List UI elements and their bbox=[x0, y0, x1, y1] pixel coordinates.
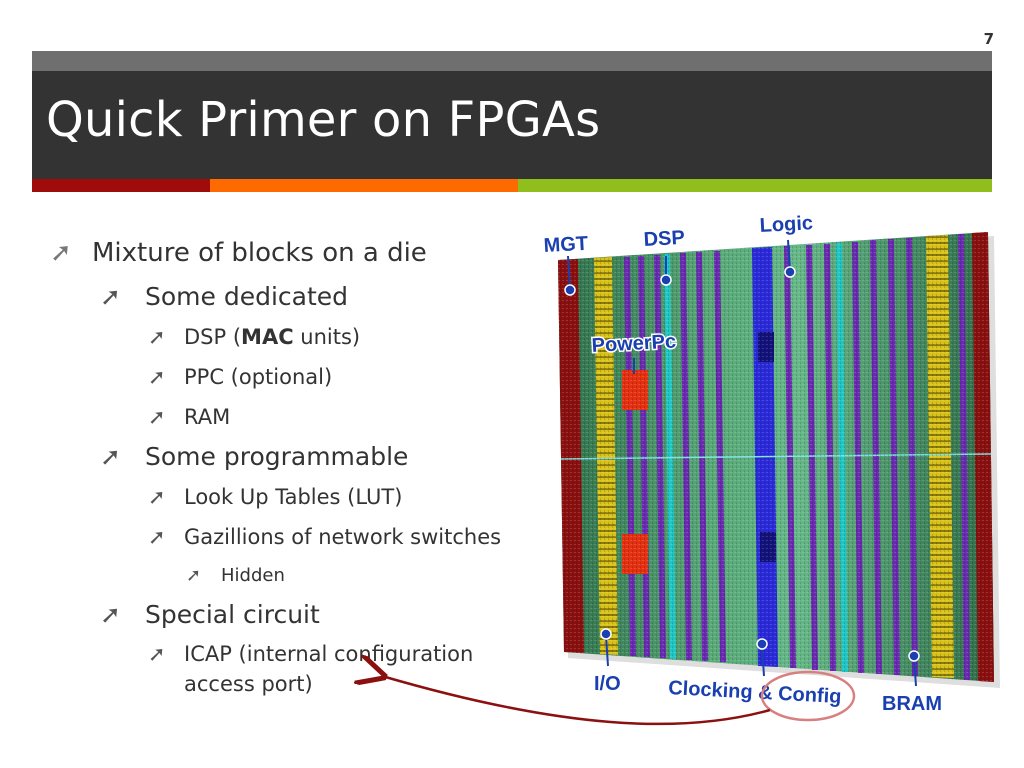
logic-callout-dot bbox=[784, 266, 796, 278]
mgt-callout-dot bbox=[564, 284, 576, 296]
io-callout-dot bbox=[600, 628, 612, 640]
title-band-top bbox=[32, 51, 992, 71]
bullet-arrow-icon: ➚ bbox=[148, 365, 166, 389]
bullet-level2: ➚ Some programmable bbox=[100, 442, 408, 471]
fpga-die-diagram: MGT DSP Logic PowerPc I/O Clocking & Con… bbox=[542, 212, 1000, 722]
bullet-text: Hidden bbox=[221, 565, 285, 586]
logic-label: Logic bbox=[759, 212, 813, 237]
dsp-callout-dot bbox=[660, 274, 672, 286]
bullet-text: Gazillions of network switches bbox=[184, 525, 502, 549]
diagram-callouts bbox=[564, 239, 920, 687]
page-number: 7 bbox=[983, 30, 994, 48]
bram-label: BRAM bbox=[882, 693, 942, 715]
bullet-level3: ➚ PPC (optional) bbox=[148, 365, 332, 389]
bullet-text: RAM bbox=[184, 405, 231, 429]
bullet-text: Look Up Tables (LUT) bbox=[184, 485, 403, 509]
bullet-level1: ➚ Mixture of blocks on a die bbox=[50, 238, 427, 268]
io-callout-line bbox=[605, 635, 609, 667]
bullet-level3: ➚ Look Up Tables (LUT) bbox=[148, 485, 402, 509]
bram-callout-dot bbox=[908, 650, 920, 662]
accent-stripe-red bbox=[32, 179, 210, 192]
mgt-callout-line bbox=[567, 255, 571, 289]
bullet-level3: ➚ RAM bbox=[148, 405, 230, 429]
io-label: I/O bbox=[594, 673, 621, 695]
bullet-arrow-icon: ➚ bbox=[148, 325, 166, 349]
bullet-arrow-icon: ➚ bbox=[148, 525, 166, 549]
accent-stripe-green bbox=[518, 179, 992, 192]
bullet-text: Special circuit bbox=[145, 600, 320, 629]
bullet-arrow-icon: ➚ bbox=[100, 600, 121, 629]
bullet-text: ICAP (internal configuration bbox=[184, 642, 474, 666]
bullet-level2: ➚ Special circuit bbox=[100, 600, 320, 629]
slide-title: Quick Primer on FPGAs bbox=[46, 92, 601, 148]
bullet-arrow-icon: ➚ bbox=[148, 485, 166, 509]
icap-arrow-line bbox=[382, 676, 771, 726]
bullet-text: Some dedicated bbox=[145, 282, 349, 311]
clocking-callout-line bbox=[761, 645, 765, 677]
bullet-level3: ➚ Gazillions of network switches bbox=[148, 525, 501, 549]
bullet-level2: ➚ Some dedicated bbox=[100, 282, 348, 311]
bullet-text: Some programmable bbox=[145, 442, 409, 471]
mgt-label: MGT bbox=[543, 233, 589, 257]
title-band bbox=[32, 71, 992, 179]
clocking-callout-dot bbox=[756, 638, 768, 650]
accent-stripe-orange bbox=[210, 179, 518, 192]
dsp-label: DSP bbox=[643, 227, 685, 251]
bram-callout-line bbox=[913, 657, 917, 687]
bullet-continuation: access port) bbox=[184, 672, 313, 696]
config-highlight-circle bbox=[760, 670, 856, 722]
bullet-arrow-icon: ➚ bbox=[100, 282, 121, 311]
bullet-text: DSP (MAC units) bbox=[184, 325, 361, 349]
die-columns bbox=[558, 232, 994, 682]
logic-callout-line bbox=[787, 239, 791, 271]
bullet-text: access port) bbox=[184, 672, 313, 696]
bullet-arrow-icon: ➚ bbox=[50, 238, 72, 268]
bullet-arrow-icon: ➚ bbox=[186, 565, 202, 586]
bullet-level4: ➚ Hidden bbox=[186, 565, 285, 586]
bullet-level3: ➚ ICAP (internal configuration bbox=[148, 642, 473, 666]
bullet-arrow-icon: ➚ bbox=[100, 442, 121, 471]
bullet-arrow-icon: ➚ bbox=[148, 642, 166, 666]
bullet-text: Mixture of blocks on a die bbox=[92, 238, 427, 268]
die-texture bbox=[558, 232, 994, 682]
bullet-arrow-icon: ➚ bbox=[148, 405, 166, 429]
bullet-text: PPC (optional) bbox=[184, 365, 333, 389]
bullet-level3: ➚ DSP (MAC units) bbox=[148, 325, 360, 349]
